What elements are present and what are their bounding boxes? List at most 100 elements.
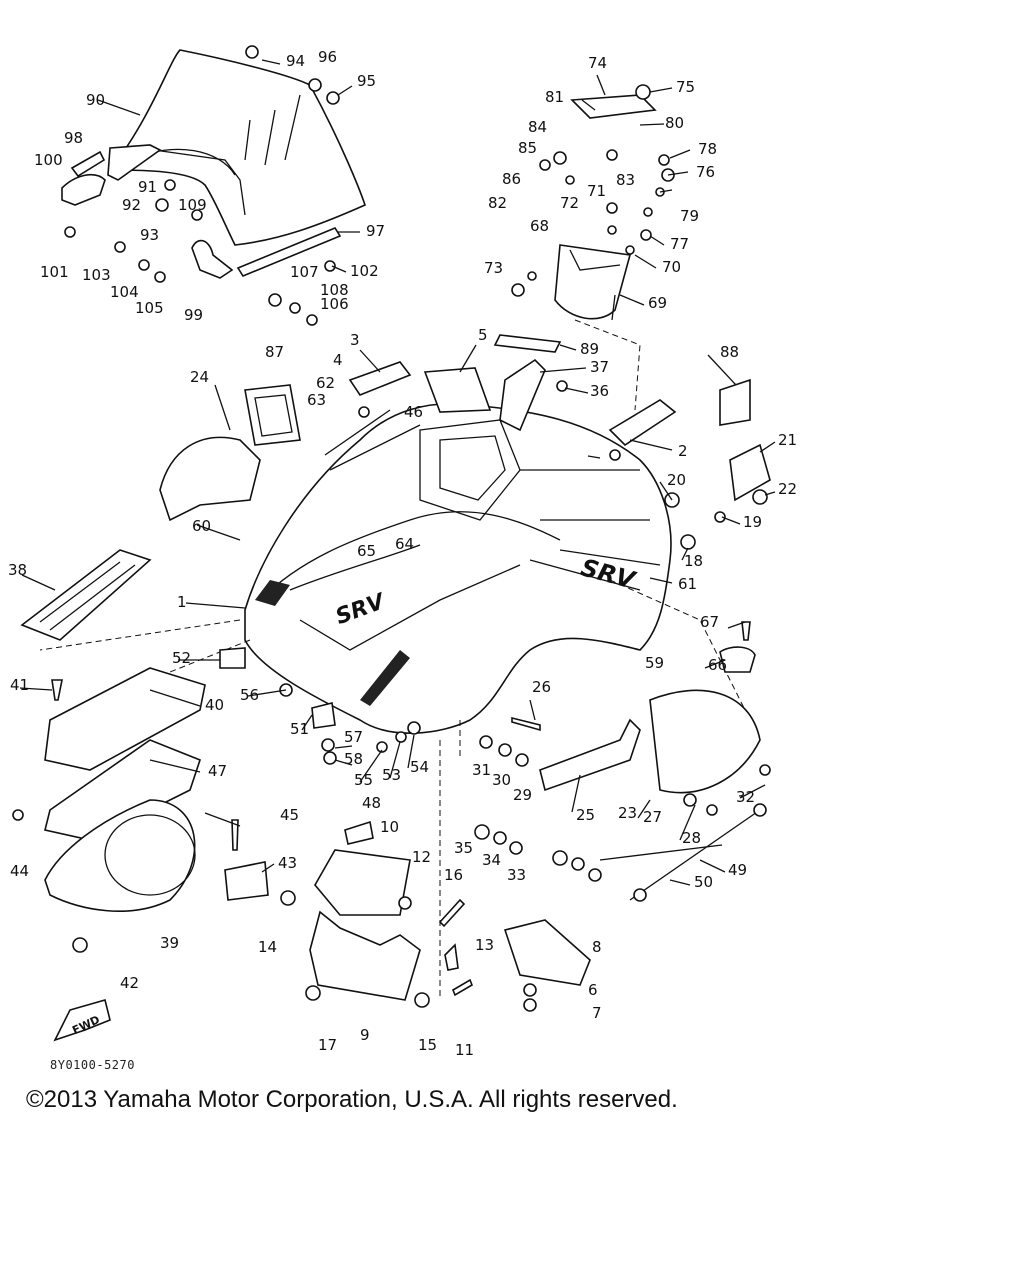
callout-84: 84 [528, 118, 547, 136]
callout-86: 86 [502, 170, 521, 188]
bracket-99 [191, 239, 234, 279]
callout-17: 17 [318, 1036, 337, 1054]
callout-40: 40 [205, 696, 224, 714]
leader-line [261, 863, 275, 873]
callout-18: 18 [684, 552, 703, 570]
leader-line [764, 491, 776, 496]
leader-line [739, 784, 766, 799]
callout-37: 37 [590, 358, 609, 376]
bolt-45 [231, 819, 239, 851]
callout-42: 42 [120, 974, 139, 992]
callout-103: 103 [82, 266, 111, 284]
callout-63: 63 [307, 391, 326, 409]
callout-90: 90 [86, 91, 105, 109]
callout-34: 34 [482, 851, 501, 869]
callout-32: 32 [736, 788, 755, 806]
lower-assembly [12, 647, 771, 1012]
callout-22: 22 [778, 480, 797, 498]
callout-36: 36 [590, 382, 609, 400]
leader-line [359, 349, 381, 373]
leader-line [629, 439, 673, 451]
leader-line [659, 189, 673, 193]
block-51 [311, 702, 336, 729]
leader-line [727, 621, 746, 629]
duct-47 [44, 739, 201, 841]
leader-line [149, 689, 201, 707]
callout-57: 57 [344, 728, 363, 746]
leader-line [529, 699, 536, 721]
side-parts [20, 334, 771, 673]
callout-65: 65 [357, 542, 376, 560]
bolt-41 [51, 679, 63, 701]
leader-line [707, 354, 737, 386]
leader-lines [19, 59, 776, 886]
leader-line [334, 759, 353, 766]
callout-105: 105 [135, 299, 164, 317]
callout-77: 77 [670, 235, 689, 253]
callout-21: 21 [778, 431, 797, 449]
cover-23 [649, 689, 761, 794]
bracket-9 [309, 910, 421, 1001]
callout-11: 11 [455, 1041, 474, 1059]
seat-bracket-assembly [511, 84, 675, 411]
callout-5: 5 [478, 326, 488, 344]
callout-53: 53 [382, 766, 401, 784]
callout-67: 67 [700, 613, 719, 631]
callout-28: 28 [682, 829, 701, 847]
callout-87: 87 [265, 343, 284, 361]
callout-4: 4 [333, 351, 343, 369]
leader-line [759, 441, 776, 453]
callout-62: 62 [316, 374, 335, 392]
leader-line [659, 481, 673, 501]
callout-14: 14 [258, 938, 277, 956]
leader-line [564, 387, 589, 394]
cable-49 [629, 809, 761, 901]
pad-3 [348, 361, 412, 396]
callout-41: 41 [10, 676, 29, 694]
callout-74: 74 [588, 54, 607, 72]
clip-66 [719, 646, 756, 673]
callout-8: 8 [592, 938, 602, 956]
leader-line [581, 99, 596, 111]
leader-line [196, 524, 241, 541]
callout-1: 1 [177, 593, 187, 611]
leader-line [359, 749, 383, 783]
leader-line [337, 85, 353, 96]
tray-8 [503, 919, 591, 986]
block-52 [219, 647, 246, 669]
callout-27: 27 [643, 808, 662, 826]
callout-10: 10 [380, 818, 399, 836]
callout-61: 61 [678, 575, 697, 593]
side-panel-24 [159, 436, 261, 522]
leader-line [649, 235, 665, 246]
callout-80: 80 [665, 114, 684, 132]
leader-line [679, 804, 696, 841]
callout-72: 72 [560, 194, 579, 212]
callout-16: 16 [444, 866, 463, 884]
leader-line [214, 384, 231, 431]
leader-line [587, 455, 601, 459]
callout-94: 94 [286, 52, 305, 70]
callout-81: 81 [545, 88, 564, 106]
leader-line [639, 123, 665, 126]
callout-76: 76 [696, 163, 715, 181]
screw-11 [452, 978, 473, 997]
callout-102: 102 [350, 262, 379, 280]
callout-98: 98 [64, 129, 83, 147]
callout-99: 99 [184, 306, 203, 324]
callout-15: 15 [418, 1036, 437, 1054]
callout-83: 83 [616, 171, 635, 189]
leader-line [649, 577, 673, 584]
callout-82: 82 [488, 194, 507, 212]
callout-100: 100 [34, 151, 63, 169]
callout-33: 33 [507, 866, 526, 884]
callout-19: 19 [743, 513, 762, 531]
callout-95: 95 [357, 72, 376, 90]
callout-68: 68 [530, 217, 549, 235]
callout-108: 108 [320, 281, 349, 299]
grille-38 [20, 549, 152, 641]
callout-73: 73 [484, 259, 503, 277]
callout-2: 2 [678, 442, 688, 460]
bracket-21 [729, 443, 771, 502]
bracket-68 [554, 244, 632, 320]
